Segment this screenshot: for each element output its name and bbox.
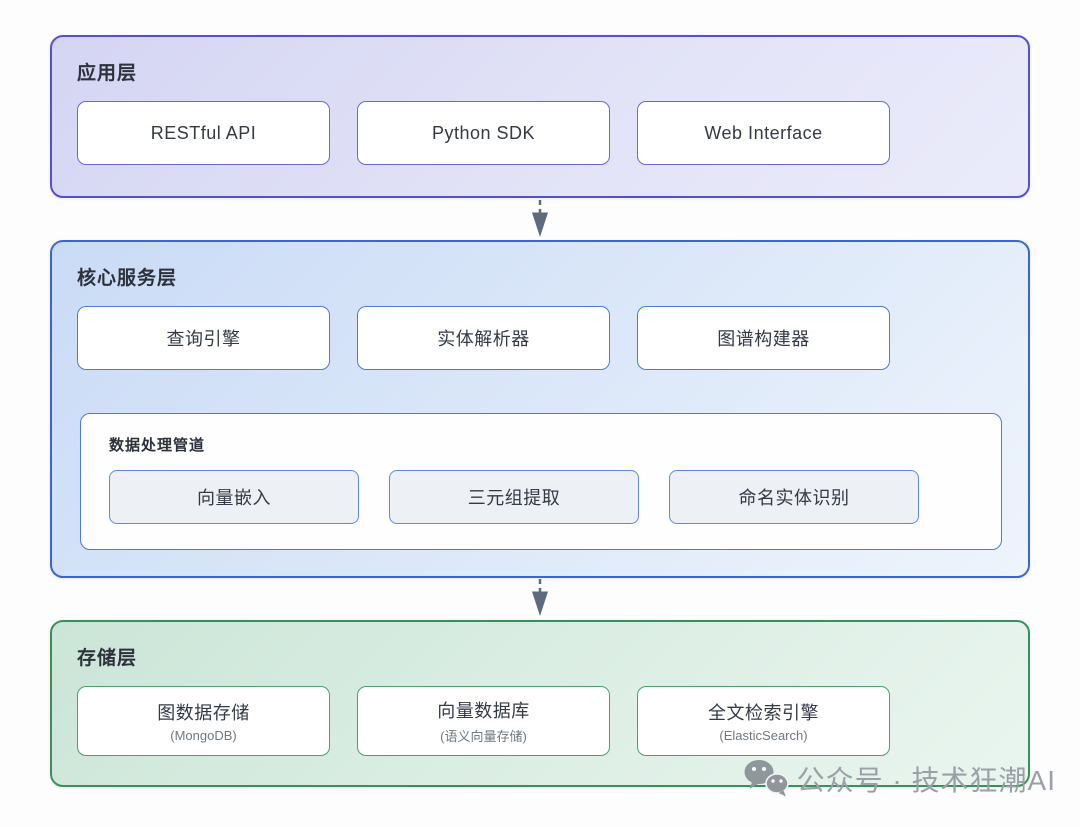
pipeline-title: 数据处理管道 [109, 437, 206, 454]
node-sublabel: (MongoDB) [170, 728, 237, 743]
watermark-text: 公众号 · 技术狂潮AI [796, 765, 1056, 796]
layer-storage: 存储层 图数据存储 (MongoDB) 向量数据库 (语义向量存储) 全文检索引… [50, 620, 1030, 787]
layer-core-services-row: 查询引擎 实体解析器 图谱构建器 [77, 306, 1003, 370]
wechat-icon [743, 758, 790, 800]
node-label: 图谱构建器 [717, 329, 810, 349]
node-label: 全文检索引擎 [708, 703, 819, 723]
node-vector-embedding: 向量嵌入 [109, 470, 359, 524]
node-triple-extraction: 三元组提取 [389, 470, 639, 524]
node-label: 实体解析器 [437, 329, 530, 349]
down-arrow-icon [529, 578, 551, 618]
pipeline-container: 数据处理管道 向量嵌入 三元组提取 命名实体识别 [80, 413, 1002, 550]
watermark: 公众号 · 技术狂潮AI [743, 758, 1056, 800]
node-sublabel: (语义向量存储) [440, 729, 527, 744]
layer-core-services: 核心服务层 查询引擎 实体解析器 图谱构建器 数据处理管道 向量嵌入 三元组提取 [50, 240, 1030, 578]
node-label: 图数据存储 [157, 703, 250, 723]
layer-storage-title: 存储层 [77, 648, 138, 669]
node-entity-parser: 实体解析器 [357, 306, 610, 370]
node-fulltext-search-engine: 全文检索引擎 (ElasticSearch) [637, 686, 890, 756]
node-named-entity-recognition: 命名实体识别 [669, 470, 919, 524]
node-python-sdk: Python SDK [357, 101, 610, 165]
node-label: 查询引擎 [166, 329, 241, 349]
node-label: Python SDK [431, 122, 536, 143]
node-label: 向量数据库 [437, 701, 530, 721]
node-label: 向量嵌入 [197, 488, 271, 508]
layer-application-row: RESTful API Python SDK Web Interface [77, 101, 1003, 165]
layer-core-services-title: 核心服务层 [77, 268, 178, 289]
layer-storage-row: 图数据存储 (MongoDB) 向量数据库 (语义向量存储) 全文检索引擎 (E… [77, 686, 1003, 756]
node-graph-storage: 图数据存储 (MongoDB) [77, 686, 330, 756]
down-arrow-icon [529, 199, 551, 239]
node-query-engine: 查询引擎 [77, 306, 330, 370]
node-graph-builder: 图谱构建器 [637, 306, 890, 370]
pipeline-row: 向量嵌入 三元组提取 命名实体识别 [109, 470, 973, 524]
layer-application-title: 应用层 [77, 63, 138, 84]
node-label: Web Interface [704, 122, 823, 143]
node-label: RESTful API [150, 122, 257, 143]
layer-application: 应用层 RESTful API Python SDK Web Interface [50, 35, 1030, 198]
node-sublabel: (ElasticSearch) [719, 728, 808, 743]
node-web-interface: Web Interface [637, 101, 890, 165]
node-vector-database: 向量数据库 (语义向量存储) [357, 686, 610, 756]
node-restful-api: RESTful API [77, 101, 330, 165]
node-label: 命名实体识别 [738, 488, 850, 508]
node-label: 三元组提取 [467, 488, 561, 508]
